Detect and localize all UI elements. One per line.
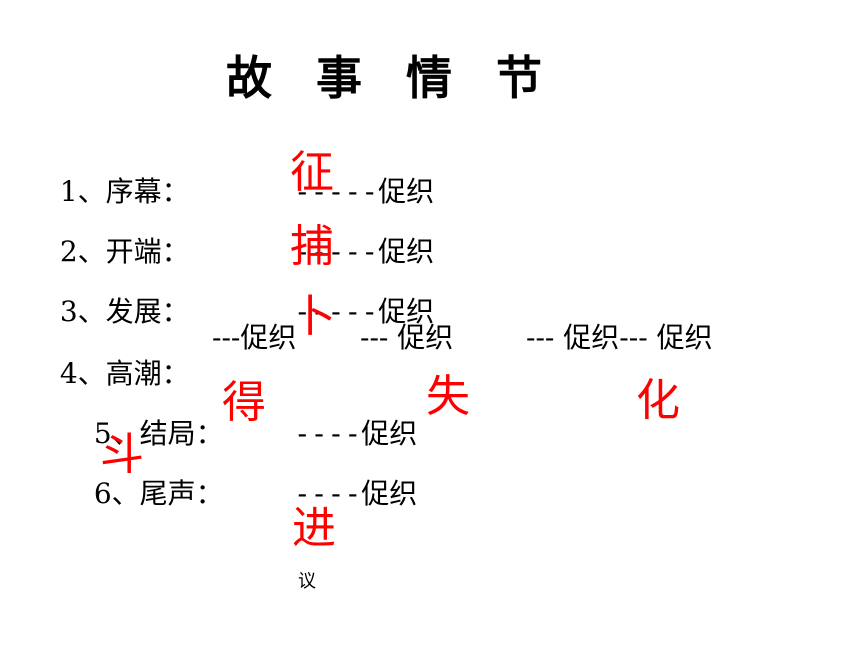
dashes: -----: [293, 235, 379, 268]
word: 促织: [361, 417, 418, 450]
word: 促织: [378, 175, 435, 208]
red-word-bo: 卜: [292, 291, 336, 342]
line-number: 2、: [59, 235, 106, 268]
line-label: 尾声：: [139, 477, 224, 510]
line-number: 6、: [93, 477, 140, 510]
red-word-jin: 进: [292, 503, 336, 554]
page-title: 故 事 情 节: [226, 51, 557, 105]
plot-line-climax: 4、高潮：: [42, 320, 190, 392]
dashes: ----: [293, 477, 362, 510]
plot-line-development-dashes: -----促织: [276, 258, 434, 330]
word: 促织: [378, 235, 435, 268]
word: 促织: [378, 295, 435, 328]
plot-line-epilogue-dashes: ----促织: [276, 440, 417, 512]
climax-segment-3: --- 促织--- 促织: [526, 321, 713, 354]
line-number: 4、: [59, 357, 106, 390]
line-number: 1、: [59, 175, 106, 208]
line-label: 开端：: [105, 235, 190, 268]
plot-line-epilogue: 6、尾声：: [76, 440, 224, 512]
climax-segment-2: --- 促织: [360, 321, 454, 354]
line-label: 发展：: [105, 295, 190, 328]
plot-line-opening: 2、开端：: [42, 198, 190, 270]
dashes: -----: [293, 295, 379, 328]
red-word-de: 得: [222, 377, 266, 428]
red-word-hua: 化: [636, 375, 680, 426]
line-label: 结局：: [139, 417, 224, 450]
dashes: -----: [293, 175, 379, 208]
plot-line-development: 3、发展：: [42, 258, 190, 330]
line-number: 5、: [93, 417, 140, 450]
dashes: ----: [293, 417, 362, 450]
line-number: 3、: [59, 295, 106, 328]
line-label: 高潮：: [105, 357, 190, 390]
plot-line-ending: 5、结局：: [76, 380, 224, 452]
line-label: 序幕：: [105, 175, 190, 208]
plot-line-prologue: 1、序幕：: [42, 138, 190, 210]
plot-line-opening-dashes: -----促织: [276, 198, 434, 270]
word: 促织: [361, 477, 418, 510]
red-word-zheng: 征: [290, 147, 334, 198]
red-word-shi: 失: [426, 371, 470, 422]
small-note: 议: [298, 571, 316, 592]
plot-line-prologue-dashes: -----促织: [276, 138, 434, 210]
climax-segment-1: ---促织: [212, 321, 297, 354]
red-word-dou: 斗: [100, 429, 144, 480]
plot-line-ending-dashes: ----促织: [276, 380, 417, 452]
red-word-bu: 捕: [290, 221, 334, 272]
